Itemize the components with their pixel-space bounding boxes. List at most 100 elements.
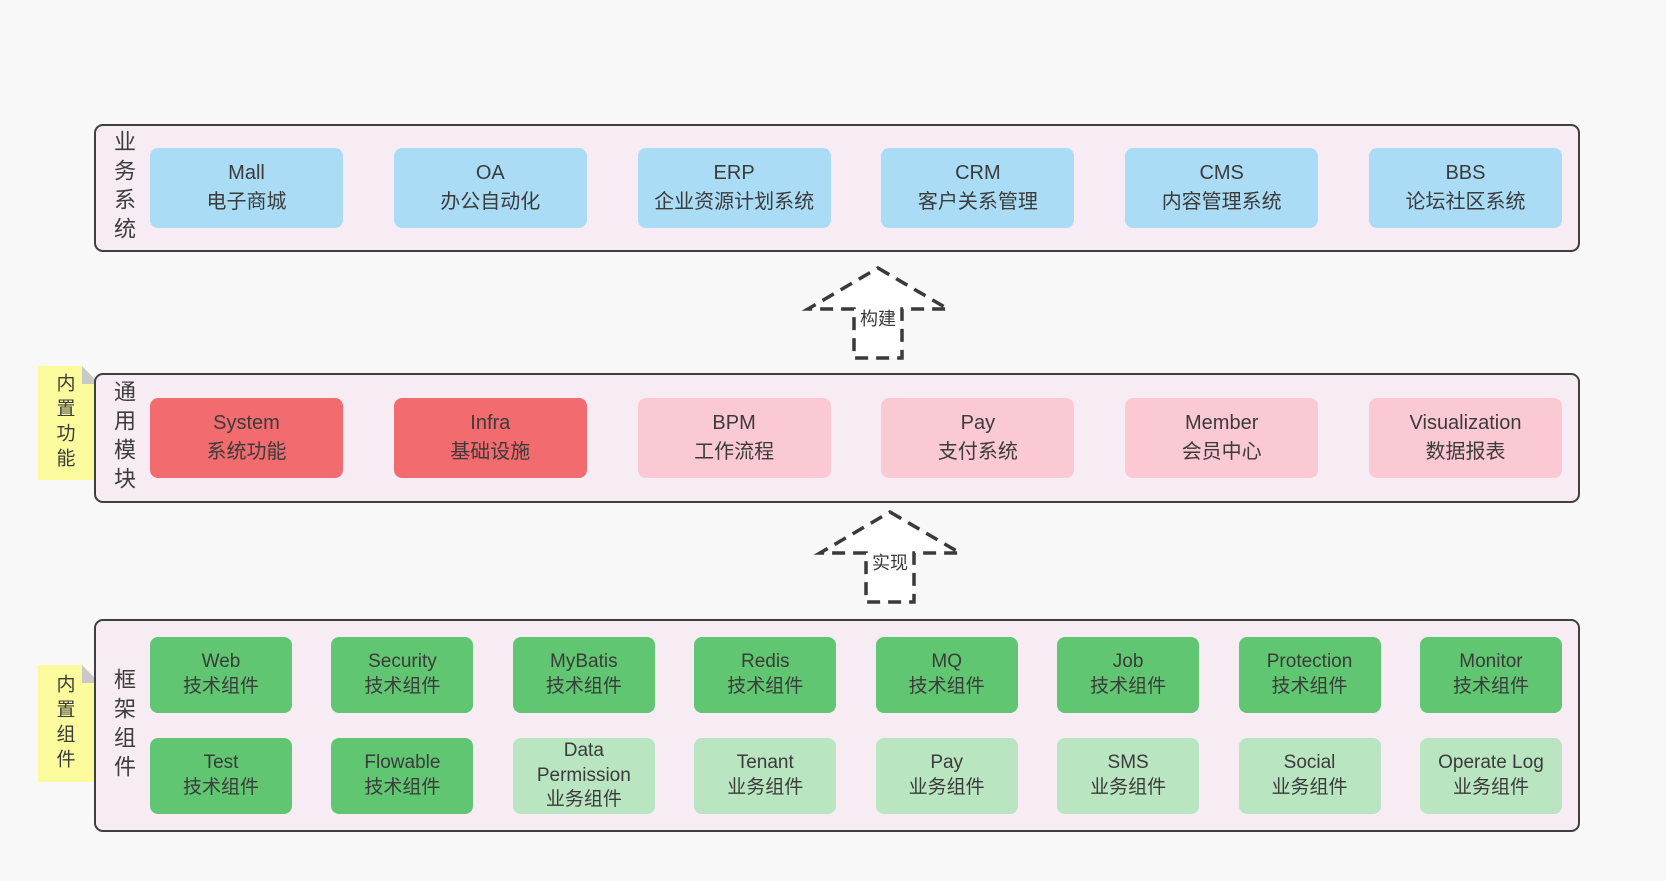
band-label: 业务系统 (111, 130, 136, 246)
box-subtitle: 业务组件 (545, 789, 622, 811)
box-subtitle: 技术组件 (182, 676, 259, 697)
box-subtitle: 业务组件 (1271, 777, 1348, 798)
box-title: Social (1283, 752, 1336, 774)
box-subtitle: 数据报表 (1425, 441, 1506, 463)
box-mybatis: MyBatis 技术组件 (512, 637, 655, 713)
box-pay: Pay 业务组件 (875, 738, 1018, 814)
box-title: Infra (470, 412, 511, 434)
box-subtitle: 支付系统 (937, 441, 1018, 463)
box-flowable: Flowable 技术组件 (331, 738, 474, 814)
box-crm: CRM 客户关系管理 (881, 148, 1075, 228)
implement-arrow: 实现 (810, 506, 970, 606)
sticky-note-label: 内置组件 (53, 673, 75, 774)
box-infra: Infra 基础设施 (393, 398, 587, 478)
box-subtitle: 技术组件 (364, 676, 441, 697)
box-title: CMS (1199, 162, 1244, 184)
box-subtitle: 会员中心 (1181, 441, 1262, 463)
box-title: MyBatis (550, 651, 618, 673)
box-title: SMS (1107, 752, 1149, 774)
box-oa: OA 办公自动化 (393, 148, 587, 228)
band-label: 通用模块 (111, 380, 136, 496)
box-subtitle: 技术组件 (1452, 676, 1529, 697)
box-pay: Pay 支付系统 (881, 398, 1075, 478)
box-test: Test 技术组件 (150, 738, 292, 814)
box-title: Data Permission (536, 739, 631, 786)
box-subtitle: 技术组件 (1271, 676, 1348, 697)
box-security: Security 技术组件 (331, 637, 474, 713)
box-title: System (213, 412, 280, 434)
sticky-note-built-in-features: 内置功能 (38, 366, 100, 480)
box-visualization: Visualization 数据报表 (1368, 398, 1562, 478)
arrow-label: 构建 (856, 304, 900, 332)
modules-box-row: System 系统功能 Infra 基础设施 BPM 工作流程 Pay 支付系统 Member 会… (150, 375, 1578, 501)
box-subtitle: 技术组件 (1090, 676, 1167, 697)
build-arrow: 构建 (798, 262, 958, 362)
box-title: Pay (930, 752, 964, 774)
box-title: Pay (960, 412, 996, 434)
box-cms: CMS 内容管理系统 (1125, 148, 1319, 228)
box-subtitle: 业务组件 (908, 777, 985, 798)
box-subtitle: 办公自动化 (440, 191, 541, 213)
box-title: Redis (740, 651, 790, 673)
sticky-note-label: 内置功能 (53, 373, 75, 473)
box-title: Tenant (736, 752, 794, 774)
box-subtitle: 企业资源计划系统 (654, 191, 815, 213)
box-data-permission: Data Permission 业务组件 (512, 738, 655, 814)
box-protection: Protection 技术组件 (1238, 637, 1381, 713)
box-title: Job (1112, 651, 1144, 673)
box-operate-log: Operate Log 业务组件 (1419, 738, 1562, 814)
box-subtitle: 系统功能 (206, 441, 287, 463)
box-subtitle: 技术组件 (182, 777, 259, 798)
box-system: System 系统功能 (150, 398, 343, 478)
box-title: Security (368, 651, 437, 673)
box-bpm: BPM 工作流程 (637, 398, 831, 478)
box-title: OA (475, 162, 505, 184)
band-common-modules: 通用模块 System 系统功能 Infra 基础设施 BPM 工作流程 Pay 支付系统 Me… (94, 373, 1580, 503)
box-title: Flowable (364, 752, 441, 774)
box-member: Member 会员中心 (1125, 398, 1319, 478)
box-social: Social 业务组件 (1238, 738, 1381, 814)
box-subtitle: 电子商城 (206, 191, 287, 213)
box-subtitle: 业务组件 (1090, 777, 1167, 798)
box-subtitle: 业务组件 (727, 777, 804, 798)
box-sms: SMS 业务组件 (1057, 738, 1200, 814)
box-title: Member (1185, 412, 1259, 434)
box-title: Monitor (1459, 651, 1523, 673)
box-monitor: Monitor 技术组件 (1419, 637, 1562, 713)
box-subtitle: 内容管理系统 (1161, 191, 1282, 213)
box-subtitle: 基础设施 (450, 441, 531, 463)
box-subtitle: 客户关系管理 (917, 191, 1038, 213)
box-erp: ERP 企业资源计划系统 (637, 148, 831, 228)
sticky-note-built-in-components: 内置组件 (38, 665, 100, 782)
box-title: MQ (931, 651, 962, 673)
box-subtitle: 技术组件 (727, 676, 804, 697)
box-title: Protection (1266, 651, 1353, 673)
box-subtitle: 技术组件 (545, 676, 622, 697)
band-label: 框架组件 (111, 667, 136, 784)
box-subtitle: 业务组件 (1452, 777, 1529, 798)
box-redis: Redis 技术组件 (694, 637, 837, 713)
box-subtitle: 工作流程 (694, 441, 775, 463)
box-tenant: Tenant 业务组件 (694, 738, 837, 814)
box-title: CRM (955, 162, 1001, 184)
box-title: BBS (1445, 162, 1486, 184)
box-title: BPM (712, 412, 756, 434)
arrow-label: 实现 (868, 548, 912, 576)
box-title: Test (203, 752, 239, 774)
box-title: Operate Log (1438, 752, 1544, 774)
box-job: Job 技术组件 (1057, 637, 1200, 713)
box-title: ERP (713, 162, 755, 184)
box-subtitle: 技术组件 (364, 777, 441, 798)
box-title: Visualization (1409, 412, 1522, 434)
